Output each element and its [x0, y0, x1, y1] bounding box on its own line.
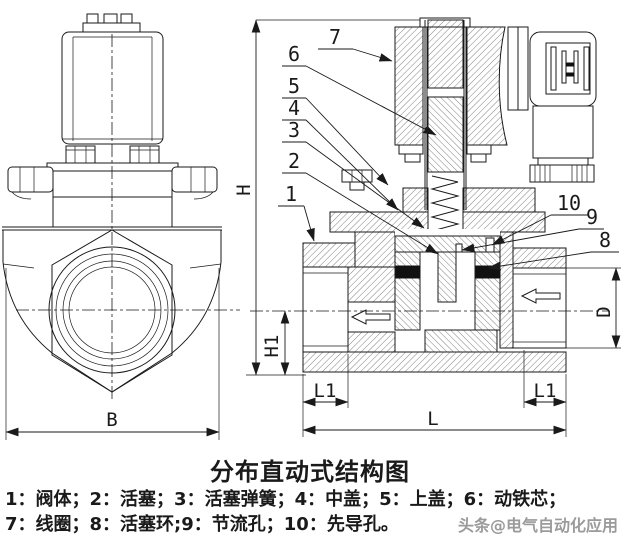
electrical-connector	[507, 26, 597, 183]
outlet-port-bore	[512, 267, 567, 349]
flow-arrow-icon	[520, 288, 561, 304]
coil-winding-right	[466, 26, 508, 146]
callout-7: 7	[318, 25, 393, 62]
coil-top-bolts	[82, 13, 141, 33]
svg-text:7: 7	[329, 25, 341, 49]
callout-8: 8	[487, 228, 619, 271]
dimension-D: D	[566, 267, 621, 349]
piston-spring	[430, 175, 460, 236]
dim-label-L1: L1	[314, 380, 337, 402]
coil-housing	[61, 31, 164, 145]
connector-body	[532, 105, 594, 159]
inlet-port-bore	[302, 266, 349, 353]
parts-legend-line1: 1：阀体；2：活塞；3：活塞弹簧；4：中盖；5：上盖；6：动铁芯；	[5, 489, 567, 510]
connector-pins-icon	[550, 46, 590, 91]
parts-legend-line2: 7：线圈；8：活塞环;9：节流孔；10：先导孔。	[5, 514, 399, 535]
drawing-title: 分布直动式结构图	[210, 458, 410, 486]
cable-gland	[529, 164, 595, 183]
callout-4: 4	[282, 96, 399, 211]
svg-text:4: 4	[288, 96, 300, 120]
dim-label-H1: H1	[261, 335, 283, 358]
upper-body	[52, 170, 173, 198]
callout-10: 10	[491, 191, 589, 246]
section-view: H H1	[233, 17, 621, 437]
coil-nuts	[65, 145, 160, 164]
callout-3: 3	[282, 118, 425, 229]
throttle-hole	[455, 243, 463, 253]
piston-ring-left	[395, 265, 421, 279]
svg-text:2: 2	[288, 149, 300, 173]
svg-text:8: 8	[599, 228, 611, 252]
dim-label-H: H	[233, 184, 255, 195]
callouts: 7 6 5 4 3	[278, 25, 619, 271]
piston-section	[394, 235, 501, 331]
dimension-B: B	[5, 268, 220, 440]
piston-plate	[394, 235, 501, 253]
svg-text:9: 9	[586, 205, 598, 229]
body-bottom-boss	[424, 329, 498, 353]
upper-cover-left	[402, 187, 429, 213]
upper-cover-right	[462, 187, 536, 213]
dimension-H1: H1	[261, 310, 290, 376]
callout-2: 2	[282, 149, 439, 255]
coil-section	[394, 17, 508, 210]
port-hex-left	[7, 166, 54, 200]
dimension-L: L	[302, 408, 567, 435]
dim-label-B: B	[106, 409, 117, 431]
moving-core	[427, 96, 464, 173]
coil-winding-left	[394, 26, 424, 146]
port-hex-right	[171, 166, 218, 200]
svg-text:6: 6	[288, 42, 300, 66]
covers-section	[329, 169, 546, 233]
fixed-core	[427, 19, 464, 89]
flange-plate	[46, 162, 179, 172]
svg-text:5: 5	[288, 74, 300, 98]
dim-label-D: D	[593, 306, 615, 317]
watermark: 头条@电气自动化应用	[457, 516, 618, 535]
callout-5: 5	[282, 74, 389, 186]
mid-body	[52, 196, 173, 228]
callout-9: 9	[461, 205, 604, 253]
cover-bolt	[341, 169, 373, 191]
flow-arrow-icon	[350, 309, 391, 325]
dim-label-L1: L1	[534, 380, 557, 402]
dim-label-L: L	[427, 408, 438, 430]
callout-6: 6	[282, 42, 437, 136]
callout-1: 1	[278, 182, 315, 242]
svg-text:3: 3	[288, 118, 300, 142]
svg-text:1: 1	[285, 182, 297, 206]
svg-text:10: 10	[557, 191, 581, 215]
left-view: B	[2, 13, 240, 440]
